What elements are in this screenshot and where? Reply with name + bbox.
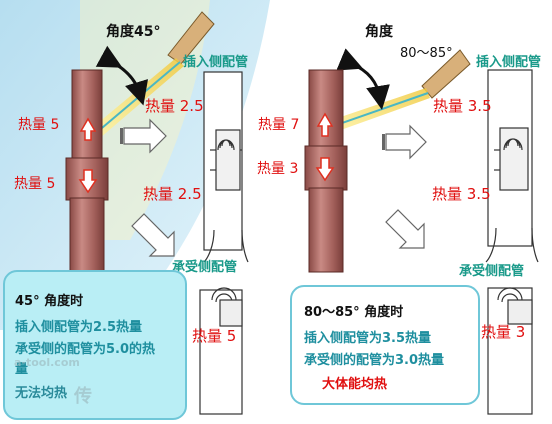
receive-pipe-left (69, 197, 105, 275)
socket-right-lower (487, 287, 533, 415)
heat-insert-left: 热量 5 (18, 117, 60, 133)
up-arrow-left (79, 117, 97, 141)
background-panel (0, 0, 270, 330)
box-title-80-85: 80～85° 角度时 (304, 305, 404, 320)
explanation-box-45: 45° 角度时 插入侧配管为2.5热量 承受侧的配管为5.0的热 量 无法均热 (3, 270, 187, 420)
box-line-receive-45: 承受侧的配管为5.0的热 (15, 342, 156, 357)
angle-value-right: 80～85° (400, 46, 453, 61)
box-line-receive-80-85: 承受侧的配管为3.0热量 (304, 353, 445, 368)
socket-heat-bottom-right: 热量 3.5 (432, 185, 491, 203)
angle-label-left: 角度45° (106, 24, 161, 40)
pipe-joint-right (304, 145, 348, 191)
flow-arrow-left-bottom (131, 213, 175, 257)
angle-label-right: 角度 (365, 24, 393, 40)
watermark-url: a-tool.com (14, 356, 80, 369)
flow-arrow-right-top (385, 124, 427, 160)
insert-pipe-left (71, 69, 103, 161)
insert-side-label-left: 插入侧配管 (183, 55, 249, 70)
up-arrow-right (316, 112, 334, 137)
lower-heat-right: 热量 3 (481, 323, 526, 341)
watermark-char: 传 (74, 386, 92, 407)
box-title-45: 45° 角度时 (15, 294, 84, 309)
socket-heat-top-right: 热量 3.5 (433, 97, 492, 115)
box-line-conclusion-80-85: 大体能均热 (322, 377, 388, 392)
socket-heat-bottom-left: 热量 2.5 (143, 185, 202, 203)
receive-side-label-right: 承受侧配管 (459, 264, 525, 279)
heater-stick-right (421, 49, 471, 99)
flow-arrow-right-bottom (385, 209, 425, 249)
receive-pipe-right (308, 187, 344, 273)
box-line-insert-45: 插入侧配管为2.5热量 (15, 320, 143, 335)
down-arrow-right (315, 157, 335, 182)
explanation-box-80-85: 80～85° 角度时 插入侧配管为3.5热量 承受侧的配管为3.0热量 大体能均… (290, 285, 480, 405)
angle-arrow-right (336, 48, 390, 110)
box-line-receive-45-cont: 量 (15, 362, 29, 377)
heat-receive-left: 热量 5 (14, 176, 56, 192)
socket-left (203, 71, 249, 263)
lower-heat-left: 热量 5 (192, 327, 237, 345)
box-line-conclusion-45: 无法均热 (15, 386, 68, 401)
heat-insert-right: 热量 7 (258, 117, 300, 133)
down-arrow-left (78, 169, 98, 194)
heat-receive-right: 热量 3 (257, 161, 299, 177)
socket-right (485, 69, 539, 263)
socket-heat-top-left: 热量 2.5 (145, 97, 204, 115)
receive-side-label-left: 承受侧配管 (172, 260, 238, 275)
angle-arrow-left (95, 45, 149, 106)
insert-side-label-right: 插入侧配管 (476, 55, 542, 70)
flow-arrow-left-top (123, 118, 167, 154)
box-line-insert-80-85: 插入侧配管为3.5热量 (304, 331, 432, 346)
socket-left-lower (199, 287, 243, 415)
